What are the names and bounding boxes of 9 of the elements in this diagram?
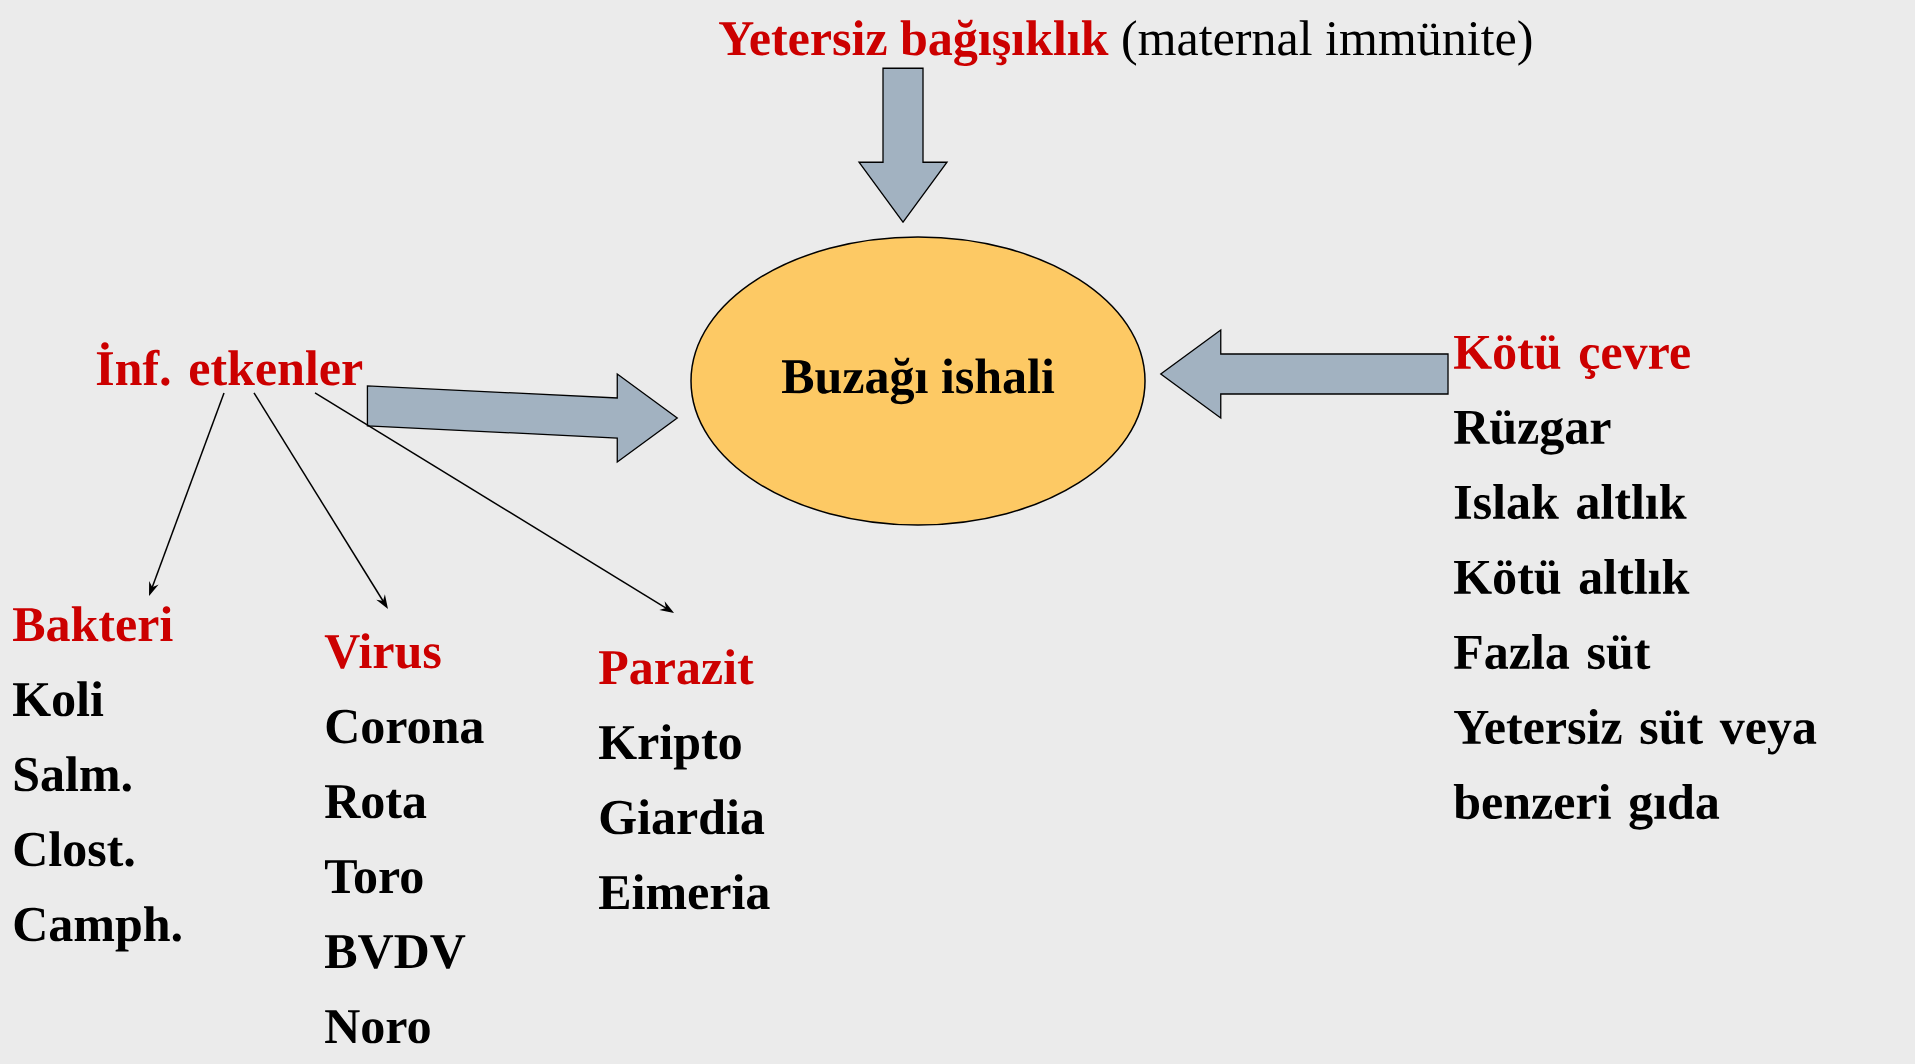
block-arrow — [1159, 328, 1449, 420]
text-list: Kötü çevre Rüzgar Islak altlık Kötü altlık Fazla süt Yetersiz süt veya benzeri gıda — [1453, 335, 1817, 830]
title-text: Yetersiz bağışıklık (maternal immünite) — [719, 19, 1532, 67]
block-arrow — [366, 372, 679, 464]
text-list: Parazit Kripto Giardia Eimeria — [599, 649, 770, 910]
heading-text: İnf. etkenler — [96, 342, 363, 386]
block-arrow — [857, 67, 949, 224]
text-list: Bakteri Koli Salm. Clost. Camph. — [13, 606, 181, 952]
text-list: Virus Corona Rota Toro BVDV Noro — [324, 633, 484, 1044]
